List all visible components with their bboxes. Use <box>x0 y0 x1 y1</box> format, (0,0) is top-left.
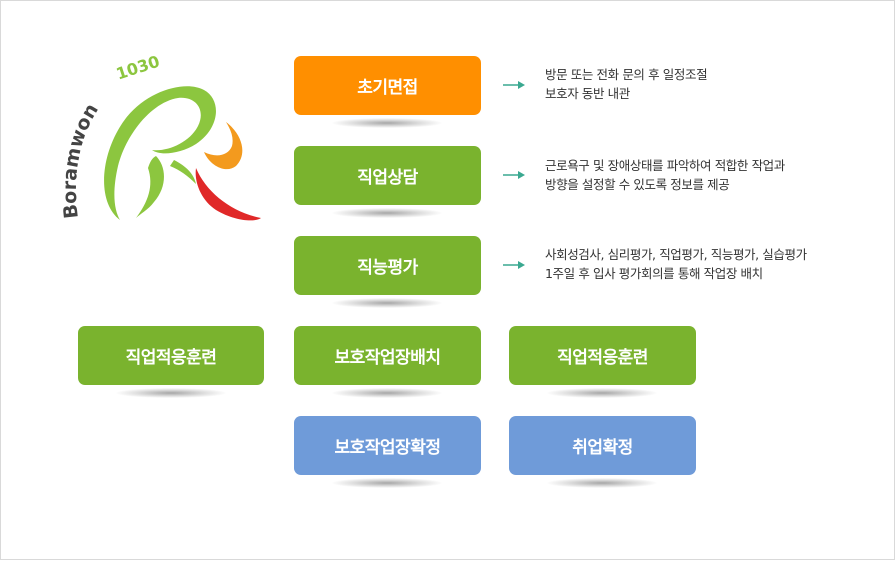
step-training-right-label: 직업적응훈련 <box>557 348 648 368</box>
box-shadow <box>116 388 226 398</box>
step-initial-description: 방문 또는 전화 문의 후 일정조절 보호자 동반 내관 <box>545 65 708 103</box>
step-employment-confirmed: 취업확정 <box>509 416 696 475</box>
step-initial-interview-label: 초기면접 <box>357 78 418 98</box>
step-sheltered-workshop-confirmed: 보호작업장확정 <box>294 416 481 475</box>
step-placement-label: 보호작업장배치 <box>334 348 441 368</box>
step-evaluation-description: 사회성검사, 심리평가, 직업평가, 직능평가, 실습평가 1주일 후 입사 평… <box>545 245 807 283</box>
box-shadow <box>547 388 657 398</box>
box-shadow <box>547 478 657 488</box>
step-vocational-counseling: 직업상담 <box>294 146 481 205</box>
desc-line: 근로욕구 및 장애상태를 파악하여 적합한 작업과 <box>545 158 785 173</box>
step-employment-confirmed-label: 취업확정 <box>572 438 633 458</box>
desc-line: 방향을 설정할 수 있도록 정보를 제공 <box>545 177 730 192</box>
arrow-right-icon <box>503 171 525 179</box>
logo-wordmark: Boramwon <box>59 100 103 220</box>
step-initial-interview: 초기면접 <box>294 56 481 115</box>
arrow-right-icon <box>503 261 525 269</box>
step-work-adjustment-training-right: 직업적응훈련 <box>509 326 696 385</box>
step-vocational-counseling-label: 직업상담 <box>357 168 418 188</box>
box-shadow <box>332 208 442 218</box>
boramwon-logo: Boramwon 1030 <box>59 52 261 221</box>
step-workshop-confirmed-label: 보호작업장확정 <box>334 438 441 458</box>
arrow-right-icon <box>503 81 525 89</box>
box-shadow <box>332 298 442 308</box>
step-work-adjustment-training-left: 직업적응훈련 <box>78 326 264 385</box>
desc-line: 방문 또는 전화 문의 후 일정조절 <box>545 67 708 82</box>
desc-line: 1주일 후 입사 평가회의를 통해 작업장 배치 <box>545 266 763 281</box>
box-shadow <box>332 478 442 488</box>
svg-text:Boramwon: Boramwon <box>59 100 103 220</box>
desc-line: 사회성검사, 심리평가, 직업평가, 직능평가, 실습평가 <box>545 247 807 262</box>
step-training-left-label: 직업적응훈련 <box>125 348 217 368</box>
box-shadow <box>332 388 442 398</box>
step-sheltered-workshop-placement: 보호작업장배치 <box>294 326 481 385</box>
desc-line: 보호자 동반 내관 <box>545 86 630 101</box>
logo-number: 1030 <box>114 52 162 84</box>
step-vocational-evaluation: 직능평가 <box>294 236 481 295</box>
step-vocational-evaluation-label: 직능평가 <box>357 258 418 278</box>
box-shadow <box>332 118 442 128</box>
step-counseling-description: 근로욕구 및 장애상태를 파악하여 적합한 작업과 방향을 설정할 수 있도록 … <box>545 156 785 194</box>
